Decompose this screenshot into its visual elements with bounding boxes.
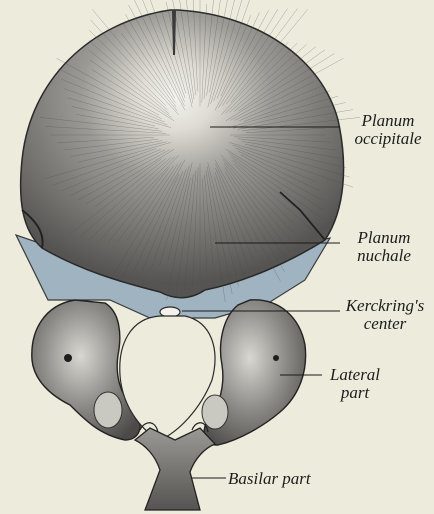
label-basilar-part: Basilar part — [228, 470, 348, 488]
basilar-part — [135, 428, 215, 510]
left-condyle — [94, 392, 122, 428]
squama-occipitalis — [21, 10, 344, 298]
label-lateral-part: Lateral part — [320, 366, 390, 402]
right-condyle — [202, 395, 228, 429]
label-planum-occipitale: Planum occipitale — [344, 112, 432, 148]
right-foramen-dot — [273, 355, 279, 361]
label-planum-nuchale: Planum nuchale — [344, 229, 424, 265]
left-foramen-dot — [64, 354, 72, 362]
label-kerckring-center: Kerckring's center — [338, 297, 432, 333]
